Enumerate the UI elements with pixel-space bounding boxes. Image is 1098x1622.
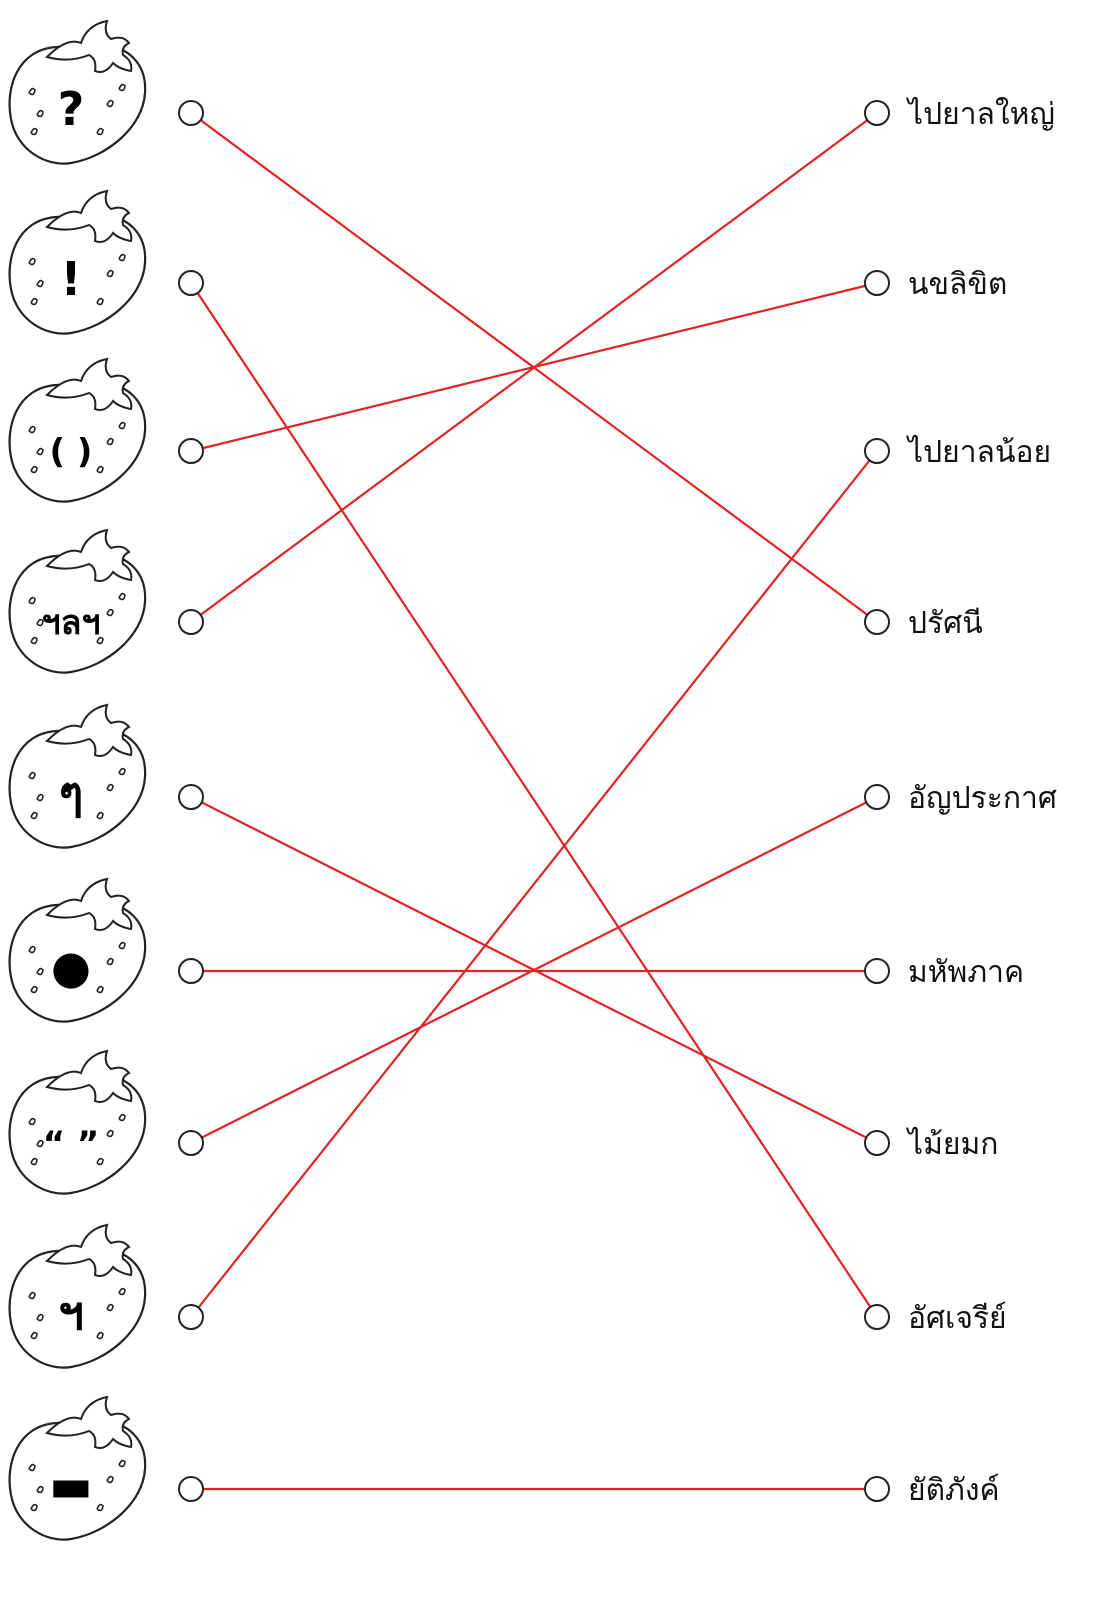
right-item: ไม้ยมก <box>864 1126 998 1162</box>
right-connector-dot[interactable] <box>864 438 890 464</box>
left-connector-dot[interactable] <box>178 100 204 126</box>
strawberry-icon <box>8 1049 147 1195</box>
punctuation-mark: ● <box>51 940 91 994</box>
left-connector-dot[interactable] <box>178 1476 204 1502</box>
left-connector-dot[interactable] <box>178 784 204 810</box>
left-connector-dot[interactable] <box>178 958 204 984</box>
connection-line <box>190 112 878 623</box>
left-item: ( ) <box>8 357 204 503</box>
strawberry-icon <box>8 189 147 335</box>
right-item: อัญประกาศ <box>864 781 1057 816</box>
punctuation-mark: ฯลฯ <box>41 603 100 643</box>
punctuation-name-label: ปรัศนี <box>908 606 983 641</box>
right-column: ไปยาลใหญ่นขลิขิตไปยาลน้อยปรัศนีอัญประกาศ… <box>864 96 1057 1508</box>
left-item: ๆ <box>8 703 204 849</box>
right-item: มหัพภาค <box>864 955 1024 990</box>
strawberry-icon <box>8 877 147 1023</box>
right-item: อัศเจรีย์ <box>864 1301 1007 1336</box>
right-item: นขลิขิต <box>864 267 1007 302</box>
right-connector-dot[interactable] <box>864 1476 890 1502</box>
left-item: ▬ <box>8 1395 204 1541</box>
punctuation-name-label: อัญประกาศ <box>908 781 1057 816</box>
punctuation-mark: ( ) <box>50 432 93 472</box>
strawberry-icon <box>8 1223 147 1369</box>
left-connector-dot[interactable] <box>178 1130 204 1156</box>
left-item: ? <box>8 19 204 165</box>
right-item: ไปยาลน้อย <box>864 434 1051 470</box>
left-connector-dot[interactable] <box>178 270 204 296</box>
left-item: ! <box>8 189 204 335</box>
punctuation-mark: “ ” <box>43 1124 100 1164</box>
punctuation-mark: ๆ <box>59 766 84 820</box>
strawberry-icon <box>8 703 147 849</box>
right-item: ยัติภังค์ <box>864 1473 1000 1508</box>
right-item: ปรัศนี <box>864 606 983 641</box>
left-connector-dot[interactable] <box>178 1304 204 1330</box>
strawberry-icon <box>8 528 147 674</box>
strawberry-icon <box>8 357 147 503</box>
left-item: “ ” <box>8 1049 204 1195</box>
punctuation-name-label: ไม้ยมก <box>906 1126 998 1162</box>
punctuation-name-label: ไปยาลใหญ่ <box>906 96 1055 132</box>
connection-lines <box>190 112 878 1491</box>
left-item: ฯลฯ <box>8 528 204 674</box>
left-item: ฯ <box>8 1223 204 1369</box>
punctuation-name-label: นขลิขิต <box>908 267 1007 302</box>
punctuation-name-label: อัศเจรีย์ <box>908 1301 1007 1336</box>
punctuation-mark: ▬ <box>49 1458 92 1512</box>
right-connector-dot[interactable] <box>864 784 890 810</box>
right-connector-dot[interactable] <box>864 270 890 296</box>
left-connector-dot[interactable] <box>178 609 204 635</box>
punctuation-mark: ฯ <box>58 1286 84 1340</box>
punctuation-name-label: ยัติภังค์ <box>908 1473 1000 1508</box>
connection-line <box>190 282 878 1318</box>
right-connector-dot[interactable] <box>864 100 890 126</box>
right-connector-dot[interactable] <box>864 1304 890 1330</box>
strawberry-icon <box>8 19 147 165</box>
right-connector-dot[interactable] <box>864 1130 890 1156</box>
right-connector-dot[interactable] <box>864 958 890 984</box>
connection-line <box>190 796 878 1144</box>
punctuation-name-label: ไปยาลน้อย <box>906 434 1051 470</box>
punctuation-mark: ! <box>61 252 82 306</box>
punctuation-name-label: มหัพภาค <box>908 955 1024 990</box>
left-connector-dot[interactable] <box>178 438 204 464</box>
connection-line <box>190 450 878 1318</box>
right-item: ไปยาลใหญ่ <box>864 96 1055 132</box>
strawberry-icon <box>8 1395 147 1541</box>
left-item: ● <box>8 877 204 1023</box>
punctuation-mark: ? <box>58 82 85 136</box>
right-connector-dot[interactable] <box>864 609 890 635</box>
